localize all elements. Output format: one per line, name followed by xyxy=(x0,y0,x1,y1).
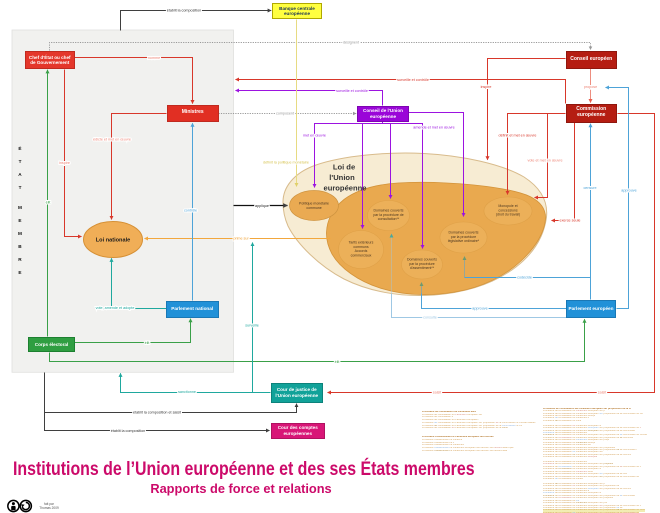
svg-text:prime sur: prime sur xyxy=(233,237,249,241)
svg-text:vote, amende et adopte: vote, amende et adopte xyxy=(96,306,135,310)
svg-text:contrôle: contrôle xyxy=(184,208,197,212)
svg-text:surveille et contrôle: surveille et contrôle xyxy=(397,78,429,82)
svg-text:définit la politique monétaire: définit la politique monétaire xyxy=(263,161,309,165)
svg-text:surveille: surveille xyxy=(245,323,259,327)
svg-text:applique: applique xyxy=(255,204,269,208)
svg-text:saisit: saisit xyxy=(598,390,606,394)
svg-text:Loi nationale: Loi nationale xyxy=(96,238,131,244)
svg-text:élit: élit xyxy=(145,341,150,345)
svg-text:met en œuvre: met en œuvre xyxy=(303,134,326,138)
svg-text:approuve: approuve xyxy=(472,306,487,310)
svg-text:exerce seule: exerce seule xyxy=(560,218,581,222)
svg-text:consulte: consulte xyxy=(423,315,437,319)
svg-text:sanctionne: sanctionne xyxy=(178,390,196,394)
svg-text:désignent: désignent xyxy=(343,41,359,45)
svg-text:codécide: codécide xyxy=(517,275,532,279)
svg-text:établit la composition et sais: établit la composition et saisit xyxy=(133,410,181,414)
svg-text:inspire: inspire xyxy=(59,161,70,165)
svg-text:surveille et contrôle: surveille et contrôle xyxy=(336,89,368,93)
svg-text:définit et met en œuvre: définit et met en œuvre xyxy=(499,134,537,138)
svg-text:établit la composition: établit la composition xyxy=(111,429,145,433)
svg-text:édicte et met en œuvre: édicte et met en œuvre xyxy=(93,137,131,141)
svg-text:élit: élit xyxy=(335,360,340,364)
svg-text:établit la composition: établit la composition xyxy=(167,8,201,12)
svg-text:propose: propose xyxy=(584,85,597,89)
svg-text:composent: composent xyxy=(276,112,294,116)
svg-text:saisit: saisit xyxy=(433,390,441,394)
svg-text:censure: censure xyxy=(583,186,596,190)
svg-text:élit: élit xyxy=(46,201,51,205)
svg-text:approuve: approuve xyxy=(621,188,636,192)
svg-text:nomme: nomme xyxy=(148,56,160,60)
svg-text:vote et met en œuvre: vote et met en œuvre xyxy=(527,159,562,163)
svg-text:amende et met en œuvre: amende et met en œuvre xyxy=(413,126,454,130)
svg-text:inspire: inspire xyxy=(481,85,492,89)
